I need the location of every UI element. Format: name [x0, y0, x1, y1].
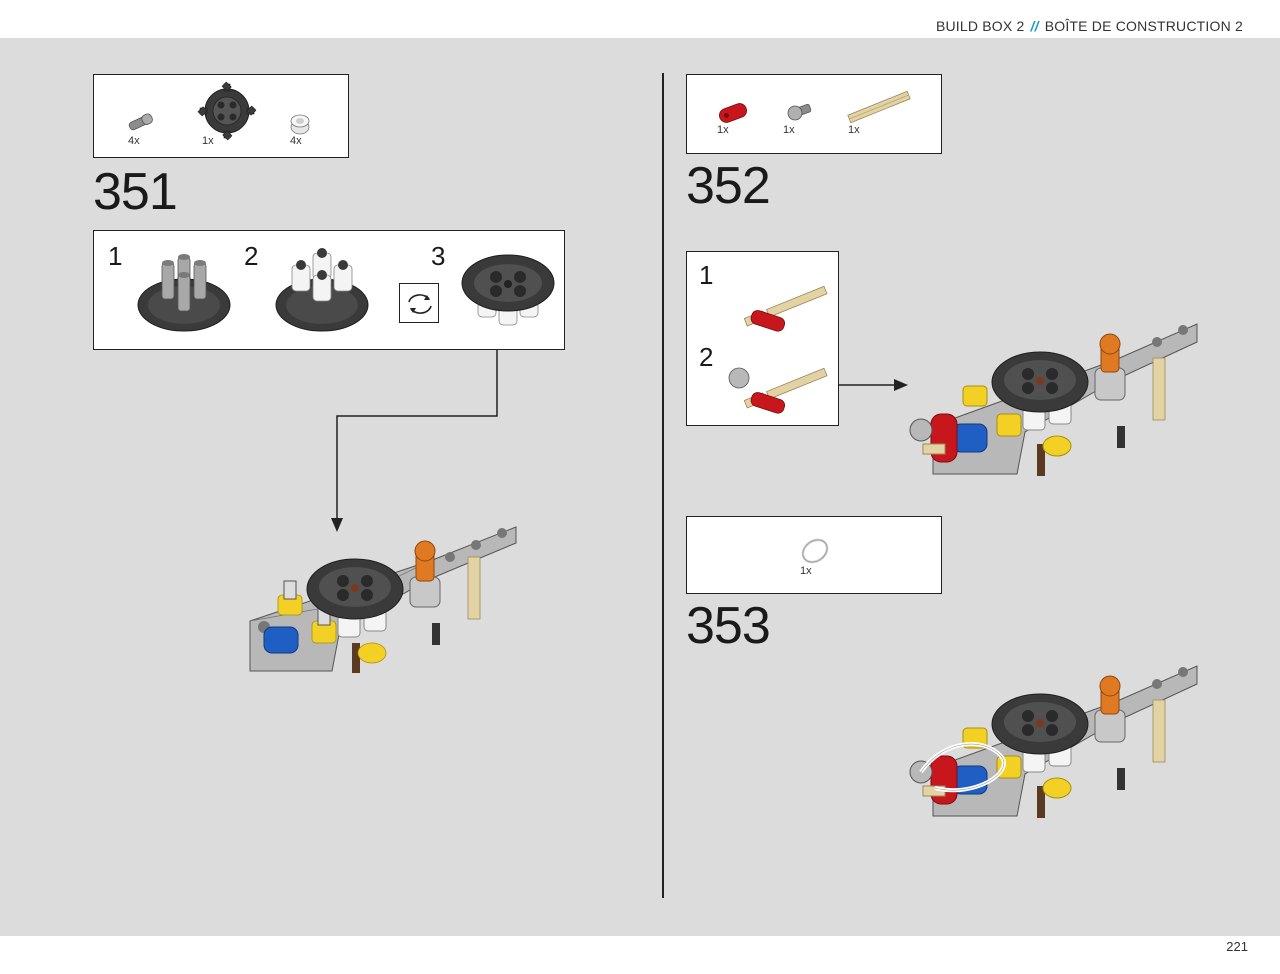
axle-pin-icon — [128, 113, 153, 131]
assembly-353-icon — [909, 665, 1198, 818]
step-number-353: 353 — [686, 597, 771, 655]
page-footer: 221 — [0, 936, 1280, 974]
substep-number: 2 — [244, 241, 259, 271]
substep-panel-351: 1 2 3 — [93, 230, 565, 350]
gear-with-bushings-icon — [275, 248, 369, 332]
instruction-canvas: 4x 1x 4x 351 1 2 3 — [0, 38, 1280, 936]
header-separator: // — [1030, 18, 1039, 34]
substep-number: 3 — [431, 241, 446, 271]
header-right-text: BOÎTE DE CONSTRUCTION 2 — [1044, 18, 1243, 34]
liftarm-with-ball-icon — [728, 367, 828, 414]
rubber-band-icon — [801, 538, 829, 564]
liftarm-on-axle-icon — [743, 285, 828, 332]
header-left-text: BUILD BOX 2 — [935, 18, 1025, 34]
connector-arrow — [331, 350, 498, 532]
step-352-arrow — [838, 379, 908, 391]
assembly-351-icon — [249, 526, 517, 673]
part-qty: 1x — [202, 135, 214, 147]
part-qty: 4x — [128, 135, 140, 147]
tan-axle-icon — [847, 90, 911, 124]
substep-number: 1 — [699, 260, 714, 290]
page-number: 221 — [1226, 939, 1248, 954]
substep-number: 1 — [108, 241, 123, 271]
part-qty: 1x — [800, 565, 812, 577]
part-qty: 1x — [848, 124, 860, 136]
bushing-icon — [290, 114, 310, 135]
substep-panel-352: 1 2 — [686, 251, 839, 426]
step-number-352: 352 — [686, 157, 771, 215]
red-liftarm-icon — [719, 103, 747, 123]
assembly-352-icon — [909, 323, 1198, 476]
substep-number: 2 — [699, 342, 714, 372]
gear-icon — [197, 81, 257, 141]
column-divider — [662, 73, 664, 898]
parts-callout-353: 1x — [686, 516, 942, 594]
page-header: BUILD BOX 2 // BOÎTE DE CONSTRUCTION 2 — [0, 0, 1280, 38]
parts-callout-351: 4x 1x 4x — [93, 74, 349, 158]
step-number-351: 351 — [93, 163, 178, 221]
rotate-icon — [399, 283, 439, 323]
gear-with-pins-icon — [137, 254, 231, 332]
part-qty: 1x — [783, 124, 795, 136]
ball-pin-icon — [787, 103, 812, 121]
header-title: BUILD BOX 2 // BOÎTE DE CONSTRUCTION 2 — [936, 18, 1243, 34]
part-qty: 4x — [290, 135, 302, 147]
parts-callout-352: 1x 1x 1x — [686, 74, 942, 154]
gear-flipped-icon — [461, 254, 555, 326]
part-qty: 1x — [717, 124, 729, 136]
